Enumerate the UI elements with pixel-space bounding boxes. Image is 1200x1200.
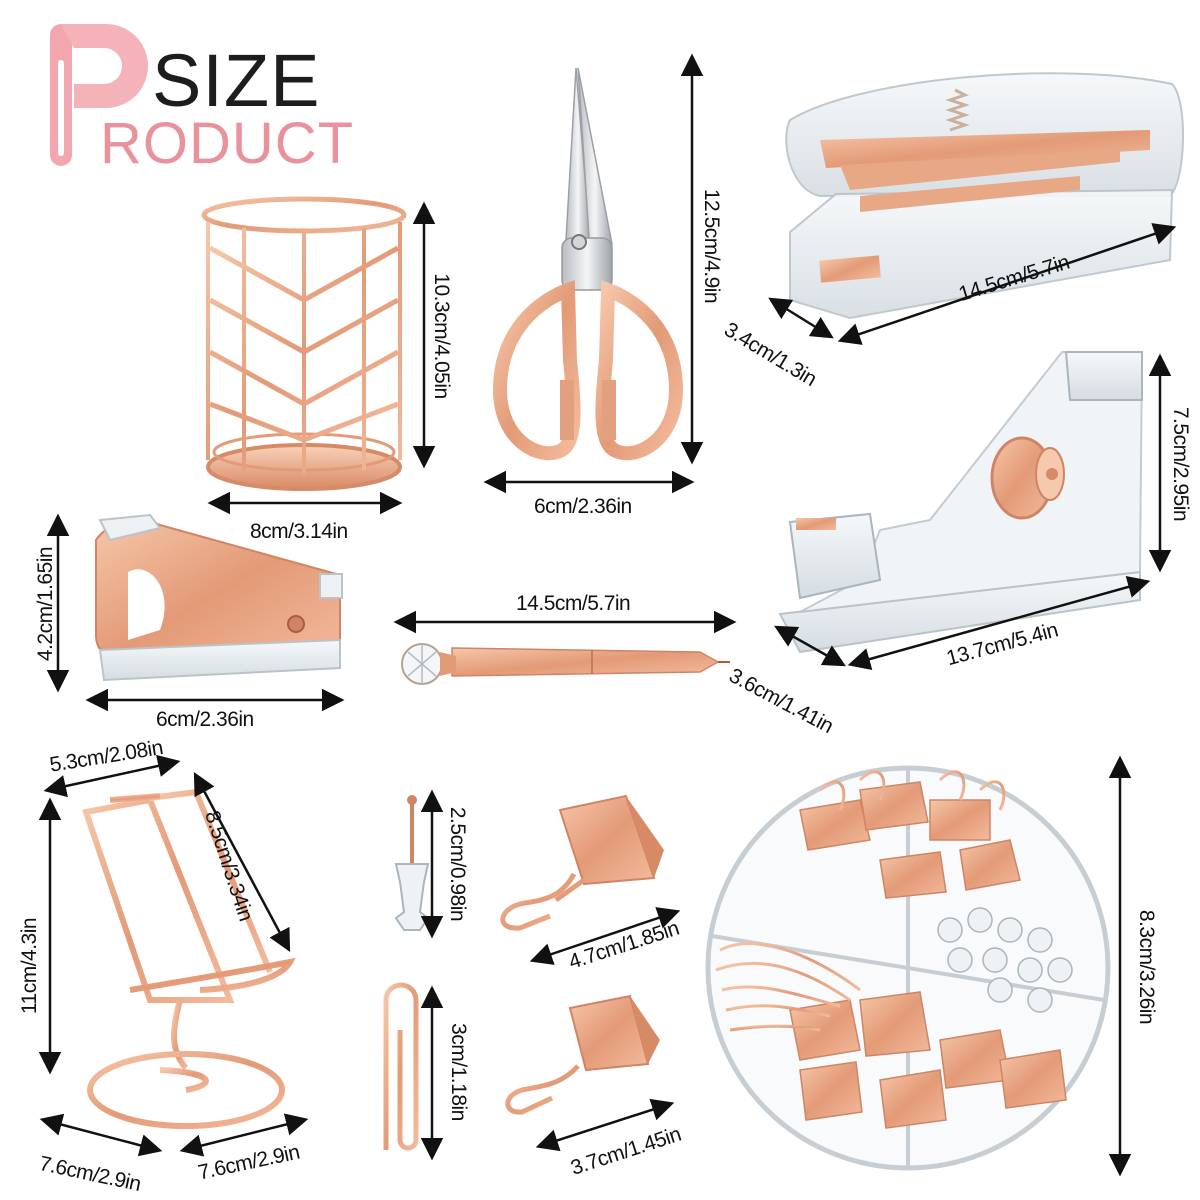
pen-length-label: 14.5cm/5.7in xyxy=(516,592,631,615)
paper-clip-image xyxy=(383,982,419,1151)
remover-height-label: 4.2cm/1.65in xyxy=(34,546,57,662)
binder-clip-large-image xyxy=(500,794,664,931)
tape-height-label: 7.5cm/2.95in xyxy=(1169,406,1192,522)
phone-stand-image xyxy=(82,788,296,1129)
clip-tray-image xyxy=(705,765,1111,1171)
title-product: RODUCT xyxy=(100,111,355,176)
scissors-height-label: 12.5cm/4.9in xyxy=(700,188,723,304)
staple-remover-image xyxy=(95,513,343,682)
push-pin-height-label: 2.5cm/0.98in xyxy=(446,806,469,922)
tape-dispenser-image xyxy=(778,351,1144,654)
logo-p-mark xyxy=(44,20,152,170)
dimension-arrows xyxy=(38,53,1177,1177)
pen-holder-height-label: 10.3cm/4.05in xyxy=(430,273,453,399)
scissors-width-label: 6cm/2.36in xyxy=(534,495,632,518)
stand-height-label: 11cm/4.3in xyxy=(18,917,41,1015)
pen-holder-width-label: 8cm/3.14in xyxy=(250,520,348,543)
clip-tray-diameter-label: 8.3cm/3.26in xyxy=(1135,909,1158,1025)
remover-width-label: 6cm/2.36in xyxy=(156,708,254,731)
pen-holder-image xyxy=(201,196,407,491)
paper-clip-height-label: 3cm/1.18in xyxy=(447,1023,470,1121)
title-size: SIZE xyxy=(152,39,321,122)
pen-image xyxy=(401,643,730,685)
push-pin-image xyxy=(394,795,430,931)
scissors-image xyxy=(492,67,684,461)
binder-clip-small-image xyxy=(505,994,660,1115)
